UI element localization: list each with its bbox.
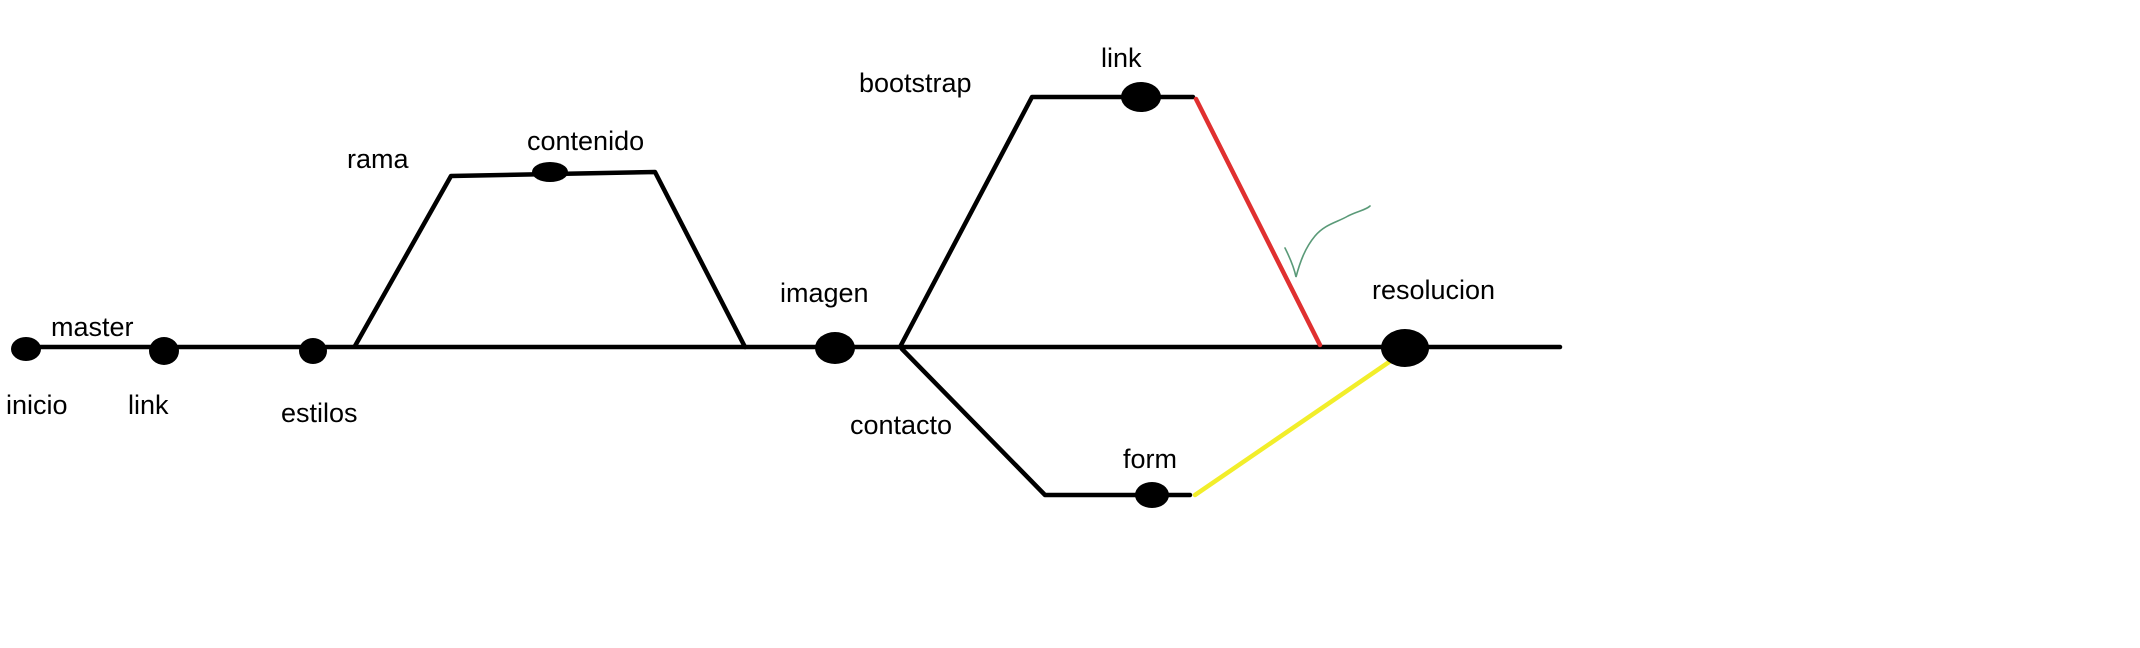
commit-estilos: [299, 338, 327, 364]
branch-label-rama: rama: [347, 144, 409, 174]
bootstrap-branch-line: [897, 94, 1196, 350]
commit-link-master: [149, 337, 179, 365]
commit-label-form: form: [1123, 444, 1177, 474]
commit-imagen: [815, 332, 855, 364]
contacto-merge-line: [1192, 357, 1395, 498]
branch-label-contacto: contacto: [850, 410, 952, 440]
commit-contenido: [532, 162, 568, 182]
commit-label-contenido: contenido: [527, 126, 644, 156]
commit-label-imagen: imagen: [780, 278, 869, 308]
rama-branch-line: [352, 169, 748, 350]
commit-label-inicio: inicio: [6, 390, 68, 420]
commit-link-bootstrap: [1121, 82, 1161, 112]
commit-form: [1135, 482, 1169, 508]
branch-label-master: master: [51, 312, 134, 342]
commit-label-estilos: estilos: [281, 398, 358, 428]
commit-label-link-master: link: [128, 390, 169, 420]
commit-label-resolucion: resolucion: [1372, 275, 1495, 305]
branch-label-bootstrap: bootstrap: [859, 68, 972, 98]
commit-inicio: [11, 337, 41, 361]
commit-label-link-bootstrap: link: [1101, 43, 1142, 73]
check-mark-icon: [1284, 205, 1371, 278]
bootstrap-merge-line: [1193, 96, 1323, 348]
commit-resolucion: [1381, 329, 1429, 367]
